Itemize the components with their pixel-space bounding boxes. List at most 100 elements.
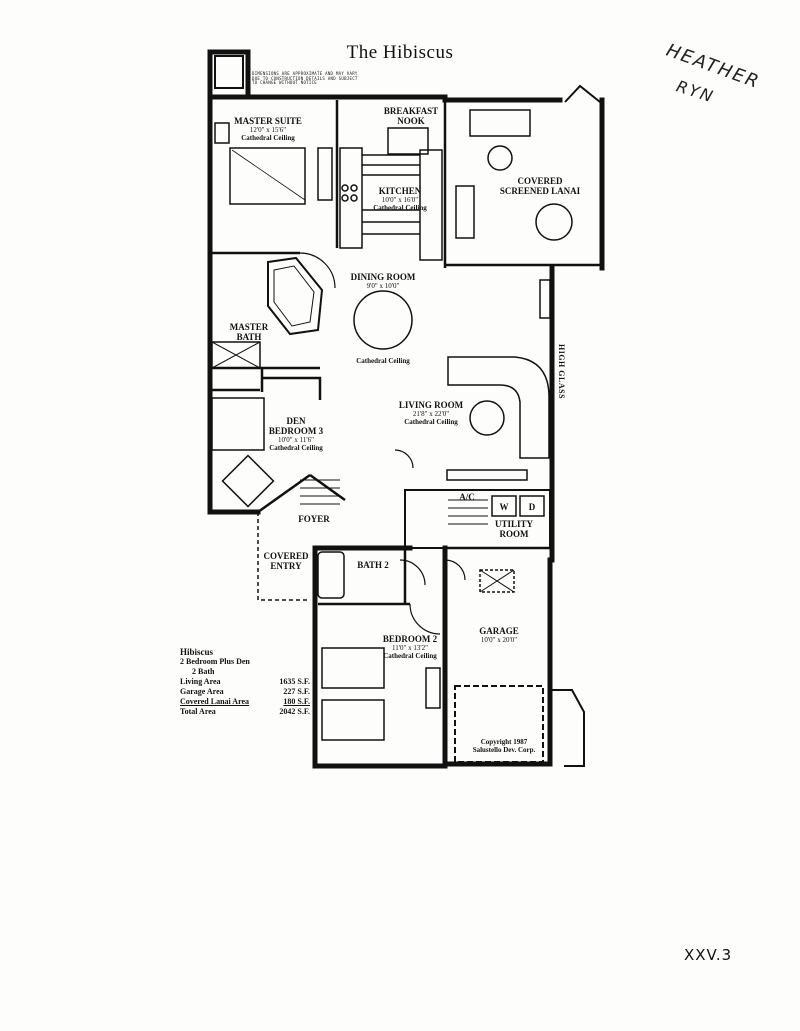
bed-bedroom2a bbox=[321, 647, 385, 689]
room-name: KITCHEN bbox=[378, 186, 422, 196]
summary-label: Covered Lanai Area bbox=[180, 697, 250, 706]
room-name: COVERED ENTRY bbox=[263, 551, 309, 571]
summary-value: 1635 S.F. bbox=[279, 677, 310, 686]
summary-row: Living Area 1635 S.F. bbox=[180, 677, 310, 687]
label-covered-entry: COVERED ENTRY bbox=[260, 551, 312, 571]
room-name: MASTER BATH bbox=[229, 322, 269, 342]
bed-master bbox=[229, 147, 306, 205]
label-lanai: COVERED SCREENED LANAI bbox=[492, 176, 588, 196]
label-ac: A/C bbox=[452, 492, 482, 502]
label-utility: UTILITY ROOM bbox=[486, 519, 542, 539]
room-name: LIVING ROOM bbox=[398, 400, 464, 410]
shower-inner bbox=[273, 265, 315, 327]
room-name: A/C bbox=[459, 492, 475, 502]
dresser-master bbox=[317, 147, 333, 201]
room-name: DINING ROOM bbox=[350, 272, 416, 282]
summary-value: 2042 S.F. bbox=[279, 707, 310, 716]
wall-entry bbox=[257, 512, 310, 601]
nightstand-master bbox=[214, 122, 230, 144]
copyright: Copyright 1987 Salustello Dev. Corp. bbox=[458, 738, 550, 754]
lanai-chair bbox=[487, 145, 513, 171]
room-name: FOYER bbox=[298, 514, 330, 524]
tub-bath2 bbox=[317, 551, 345, 599]
water-heater bbox=[479, 569, 515, 593]
label-bedroom2: BEDROOM 2 11'0" x 13'2" Cathedral Ceilin… bbox=[376, 634, 444, 660]
room-name: UTILITY ROOM bbox=[494, 519, 533, 539]
lanai-table bbox=[535, 203, 573, 241]
summary-name: Hibiscus bbox=[180, 647, 214, 657]
room-ceiling: Cathedral Ceiling bbox=[404, 418, 458, 426]
console bbox=[446, 469, 528, 481]
label-dining-ceiling: Cathedral Ceiling bbox=[338, 357, 428, 365]
label-bath2: BATH 2 bbox=[348, 560, 398, 570]
page-title: The Hibiscus bbox=[346, 42, 454, 63]
wall-lanai-top bbox=[442, 94, 563, 103]
copyright-line1: Copyright 1987 bbox=[480, 738, 528, 746]
summary-label: Living Area bbox=[180, 677, 221, 686]
breakfast-table bbox=[387, 127, 429, 155]
label-washer: W bbox=[498, 502, 510, 512]
wall-bedroom2 bbox=[312, 545, 448, 769]
lanai-side-rect bbox=[539, 279, 551, 319]
den-sofa bbox=[211, 397, 265, 451]
label-breakfast-nook: BREAKFAST NOOK bbox=[378, 106, 444, 126]
copyright-line2: Salustello Dev. Corp. bbox=[472, 746, 536, 754]
summary-row: Covered Lanai Area 180 S.F. bbox=[180, 697, 310, 707]
page-code: XXV.3 bbox=[684, 946, 733, 964]
room-name: DEN bbox=[286, 416, 306, 426]
stove-burner bbox=[341, 184, 349, 192]
label-master-bath: MASTER BATH bbox=[224, 322, 274, 342]
room-name: BREAKFAST NOOK bbox=[383, 106, 439, 126]
wall-closet bbox=[262, 376, 322, 400]
label-garage: GARAGE 10'0" x 20'0" bbox=[464, 626, 534, 644]
room-dims: 12'0" x 15'6" bbox=[249, 126, 287, 134]
room-name-alt: BEDROOM 3 bbox=[268, 426, 324, 436]
dimension-note: DIMENSIONS ARE APPROXIMATE AND MAY VARY … bbox=[252, 71, 358, 85]
room-dims: 21'8" x 22'0" bbox=[412, 410, 450, 418]
room-dims: 10'0" x 11'6" bbox=[278, 436, 314, 444]
area-summary: Hibiscus 2 Bedroom Plus Den 2 Bath Livin… bbox=[180, 647, 310, 717]
kitchen-counter-west bbox=[339, 147, 363, 249]
dining-table bbox=[353, 290, 413, 350]
room-name: MASTER SUITE bbox=[234, 116, 302, 126]
room-dims: 10'0" x 16'0" bbox=[381, 196, 419, 204]
washer-label: W bbox=[499, 502, 509, 512]
room-ceiling: Cathedral Ceiling bbox=[373, 204, 427, 212]
room-name: COVERED SCREENED LANAI bbox=[499, 176, 581, 196]
wall-foyer bbox=[257, 473, 311, 514]
kitchen-counter-east bbox=[419, 149, 443, 261]
summary-value: 227 S.F. bbox=[283, 687, 310, 696]
label-den: DEN BEDROOM 3 10'0" x 11'6" Cathedral Ce… bbox=[258, 416, 334, 452]
room-ceiling: Cathedral Ceiling bbox=[356, 357, 410, 365]
label-kitchen: KITCHEN 10'0" x 16'0" Cathedral Ceiling bbox=[360, 186, 440, 212]
room-ceiling: Cathedral Ceiling bbox=[269, 444, 323, 452]
dresser-bedroom2 bbox=[425, 667, 441, 709]
summary-row: Total Area 2042 S.F. bbox=[180, 707, 310, 717]
room-ceiling: Cathedral Ceiling bbox=[241, 134, 295, 142]
room-name: BATH 2 bbox=[357, 560, 389, 570]
bed-bedroom2b bbox=[321, 699, 385, 741]
summary-row: Garage Area 227 S.F. bbox=[180, 687, 310, 697]
washer bbox=[491, 495, 517, 517]
summary-value: 180 S.F. bbox=[283, 697, 310, 706]
room-ceiling: Cathedral Ceiling bbox=[383, 652, 437, 660]
room-dims: 9'0" x 10'0" bbox=[366, 282, 400, 290]
corner-box bbox=[214, 55, 244, 89]
summary-label: Garage Area bbox=[180, 687, 224, 696]
garage-door bbox=[454, 685, 544, 763]
dryer bbox=[519, 495, 545, 517]
label-foyer: FOYER bbox=[294, 514, 334, 524]
wall-top bbox=[207, 49, 251, 95]
garage-side-door bbox=[550, 689, 585, 767]
summary-label: Total Area bbox=[180, 707, 216, 716]
label-dryer: D bbox=[526, 502, 538, 512]
lanai-lounge bbox=[455, 185, 475, 239]
label-master-suite: MASTER SUITE 12'0" x 15'6" Cathedral Cei… bbox=[228, 116, 308, 142]
coffee-table bbox=[469, 400, 505, 436]
room-dims: 11'0" x 13'2" bbox=[392, 644, 428, 652]
room-name: BEDROOM 2 bbox=[382, 634, 438, 644]
den-table bbox=[221, 454, 275, 508]
room-name: GARAGE bbox=[479, 626, 519, 636]
label-dining-room: DINING ROOM 9'0" x 10'0" bbox=[338, 272, 428, 290]
